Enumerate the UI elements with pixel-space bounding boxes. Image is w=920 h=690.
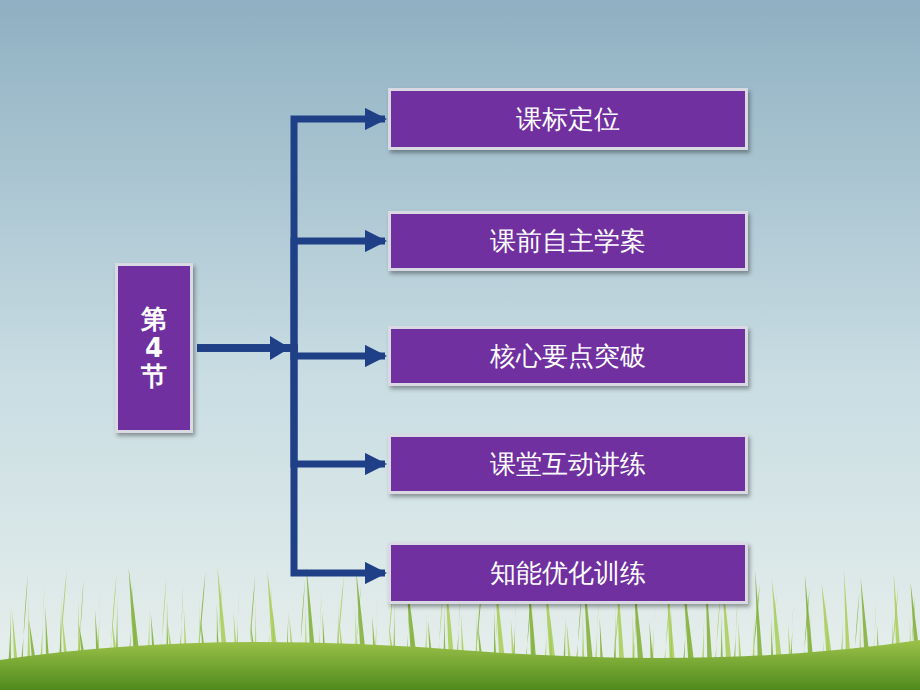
ground — [0, 640, 920, 690]
menu-label: 核心要点突破 — [490, 339, 646, 374]
menu-label: 课堂互动讲练 — [490, 447, 646, 482]
section-label: 第4节 — [141, 305, 167, 391]
menu-box: 课标定位 — [388, 88, 748, 150]
menu-box: 课堂互动讲练 — [388, 434, 748, 494]
menu-box: 核心要点突破 — [388, 326, 748, 386]
menu-label: 知能优化训练 — [490, 556, 646, 591]
branch-arrow — [197, 119, 385, 348]
menu-box: 知能优化训练 — [388, 542, 748, 604]
menu-box: 课前自主学案 — [388, 211, 748, 271]
branch-arrow — [197, 348, 385, 573]
branch-arrow — [197, 241, 385, 348]
menu-label: 课前自主学案 — [490, 224, 646, 259]
section-box: 第4节 — [115, 263, 193, 433]
menu-label: 课标定位 — [516, 102, 620, 137]
